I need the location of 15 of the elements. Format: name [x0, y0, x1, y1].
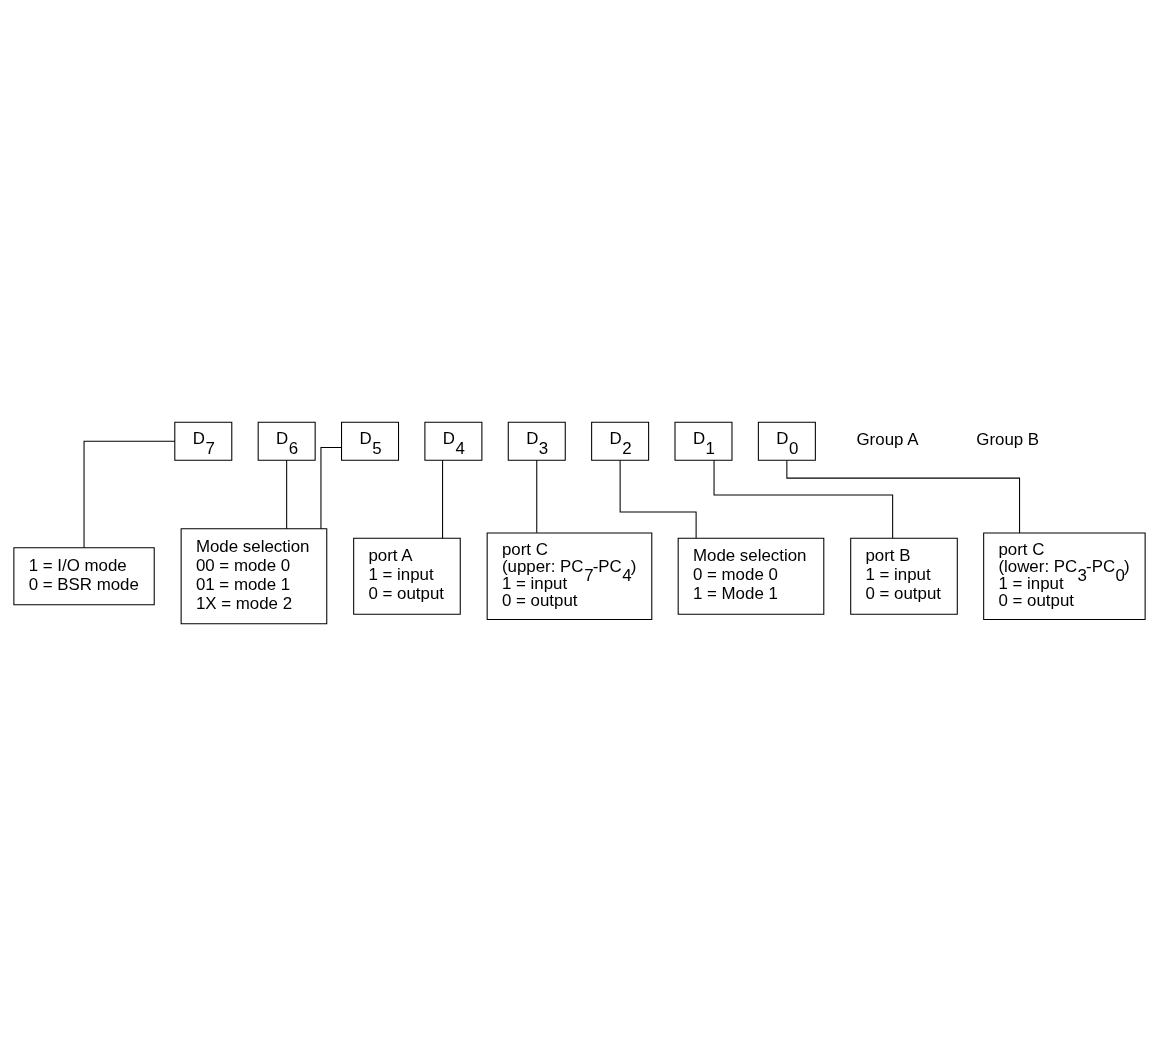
- connector: [442, 459, 444, 539]
- node-box: port B 1 = input 0 = output: [850, 537, 958, 615]
- connector: [786, 460, 1021, 534]
- node-box: port A 1 = input 0 = output: [353, 537, 461, 615]
- node-box: Mode selection 0 = mode 0 1 = Mode 1: [677, 537, 825, 615]
- label: Group B: [976, 430, 1040, 450]
- connector: [83, 440, 176, 549]
- connector: [286, 459, 288, 530]
- connector: [713, 459, 894, 539]
- node-box: Mode selection 00 = mode 0 01 = mode 1 1X = mode 2: [180, 528, 328, 625]
- node-box: 1 = I/O mode 0 = BSR mode: [13, 547, 155, 606]
- connector: [320, 447, 342, 530]
- connector: [536, 459, 538, 534]
- label: Group A: [856, 430, 919, 450]
- connector: [619, 460, 697, 539]
